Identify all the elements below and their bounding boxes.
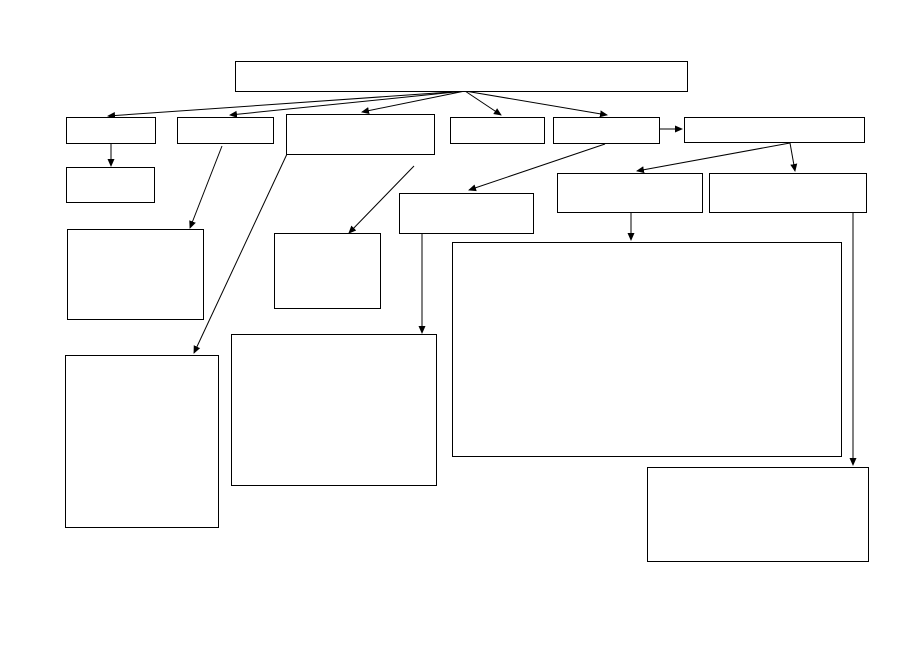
arrow-l1-c-to-tall-child [193,153,288,354]
arrow-l1-f-to-right-child [789,142,798,172]
f-right-child-box [709,173,867,213]
arrow-root-to-l1-c [361,90,466,115]
arrow-to-c-small-child [348,165,415,234]
level1-box-c [286,114,435,155]
c-small-child-box [274,233,381,309]
arrow-root-to-l1-d [464,90,502,116]
arrow-l1-f-to-left-child [636,142,791,174]
arrow-root-to-l1-a [107,90,466,120]
level1-box-b [177,117,274,144]
a-child-box [66,167,155,203]
arrow-root-to-l1-b [229,90,466,118]
root-box [235,61,688,92]
arrow-root-to-l1-e [464,90,608,118]
c-tall-child-box [65,355,219,528]
f-right-bottom-box [647,467,869,562]
level1-box-d [450,117,545,144]
level1-box-a [66,117,156,144]
level1-box-f [684,117,865,143]
f-left-large-box [452,242,842,457]
f-left-child-box [557,173,703,213]
level1-box-e [553,117,660,144]
arrow-l1-e-to-child [468,143,606,192]
b-child-box [67,229,204,320]
e-grandchild-box [231,334,437,486]
e-child-box [399,193,534,234]
arrow-l1-b-to-child [189,145,223,229]
